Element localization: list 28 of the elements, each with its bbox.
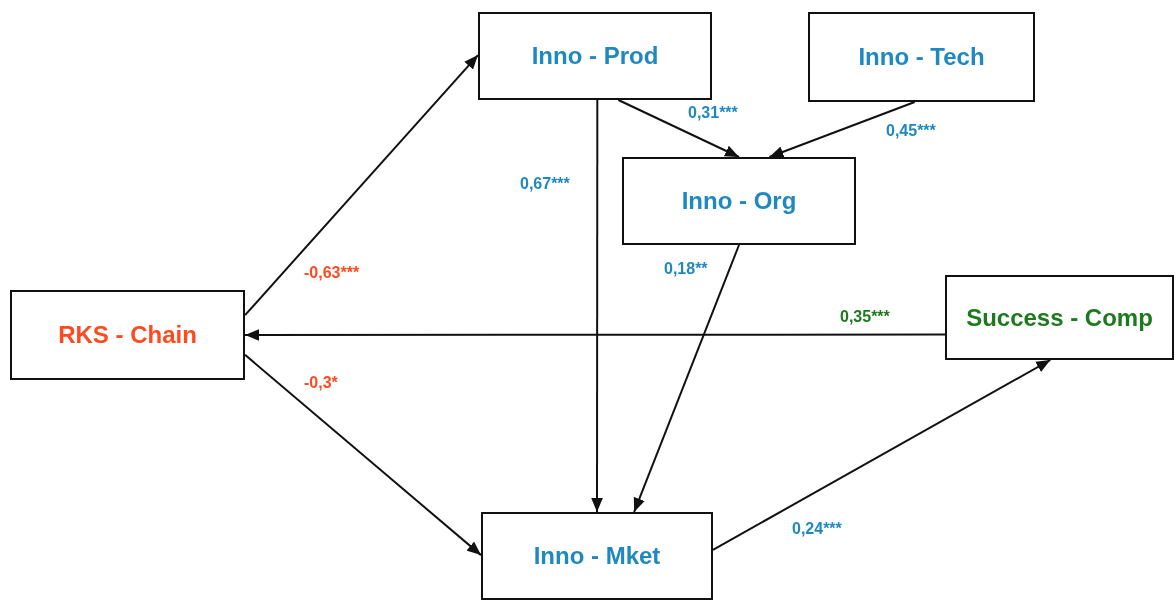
node-label: Success - Comp xyxy=(966,303,1153,332)
arrow xyxy=(244,329,946,341)
variable-box xyxy=(481,512,713,600)
variable-box xyxy=(945,275,1174,360)
edge-label: -0,3* xyxy=(302,374,340,392)
variable-box xyxy=(622,157,856,245)
node-label: Inno - Mket xyxy=(533,542,661,570)
edge-label: 0,67*** xyxy=(518,175,572,193)
variable-box xyxy=(478,12,712,100)
node-label: Inno - Org xyxy=(681,187,797,215)
edge-label: 0,24*** xyxy=(790,520,844,538)
edge-label: 0,45*** xyxy=(884,122,938,140)
variable-box xyxy=(10,290,245,380)
arrow xyxy=(617,99,740,158)
edge-label: 0,18** xyxy=(662,260,710,278)
node-label: Inno - Prod xyxy=(531,42,659,70)
edge-label: 0,35*** xyxy=(838,308,892,326)
arrow xyxy=(768,101,916,158)
arrow xyxy=(633,244,740,513)
node-label: RKS - Chain xyxy=(58,321,197,349)
variable-box xyxy=(808,12,1035,102)
edge-label: -0,63*** xyxy=(302,264,362,282)
edge-label: 0,31*** xyxy=(686,104,740,122)
arrow xyxy=(244,54,479,317)
arrow xyxy=(244,353,482,557)
arrow xyxy=(712,359,1052,551)
node-label: Inno - Tech xyxy=(858,43,985,71)
arrow xyxy=(591,99,603,513)
